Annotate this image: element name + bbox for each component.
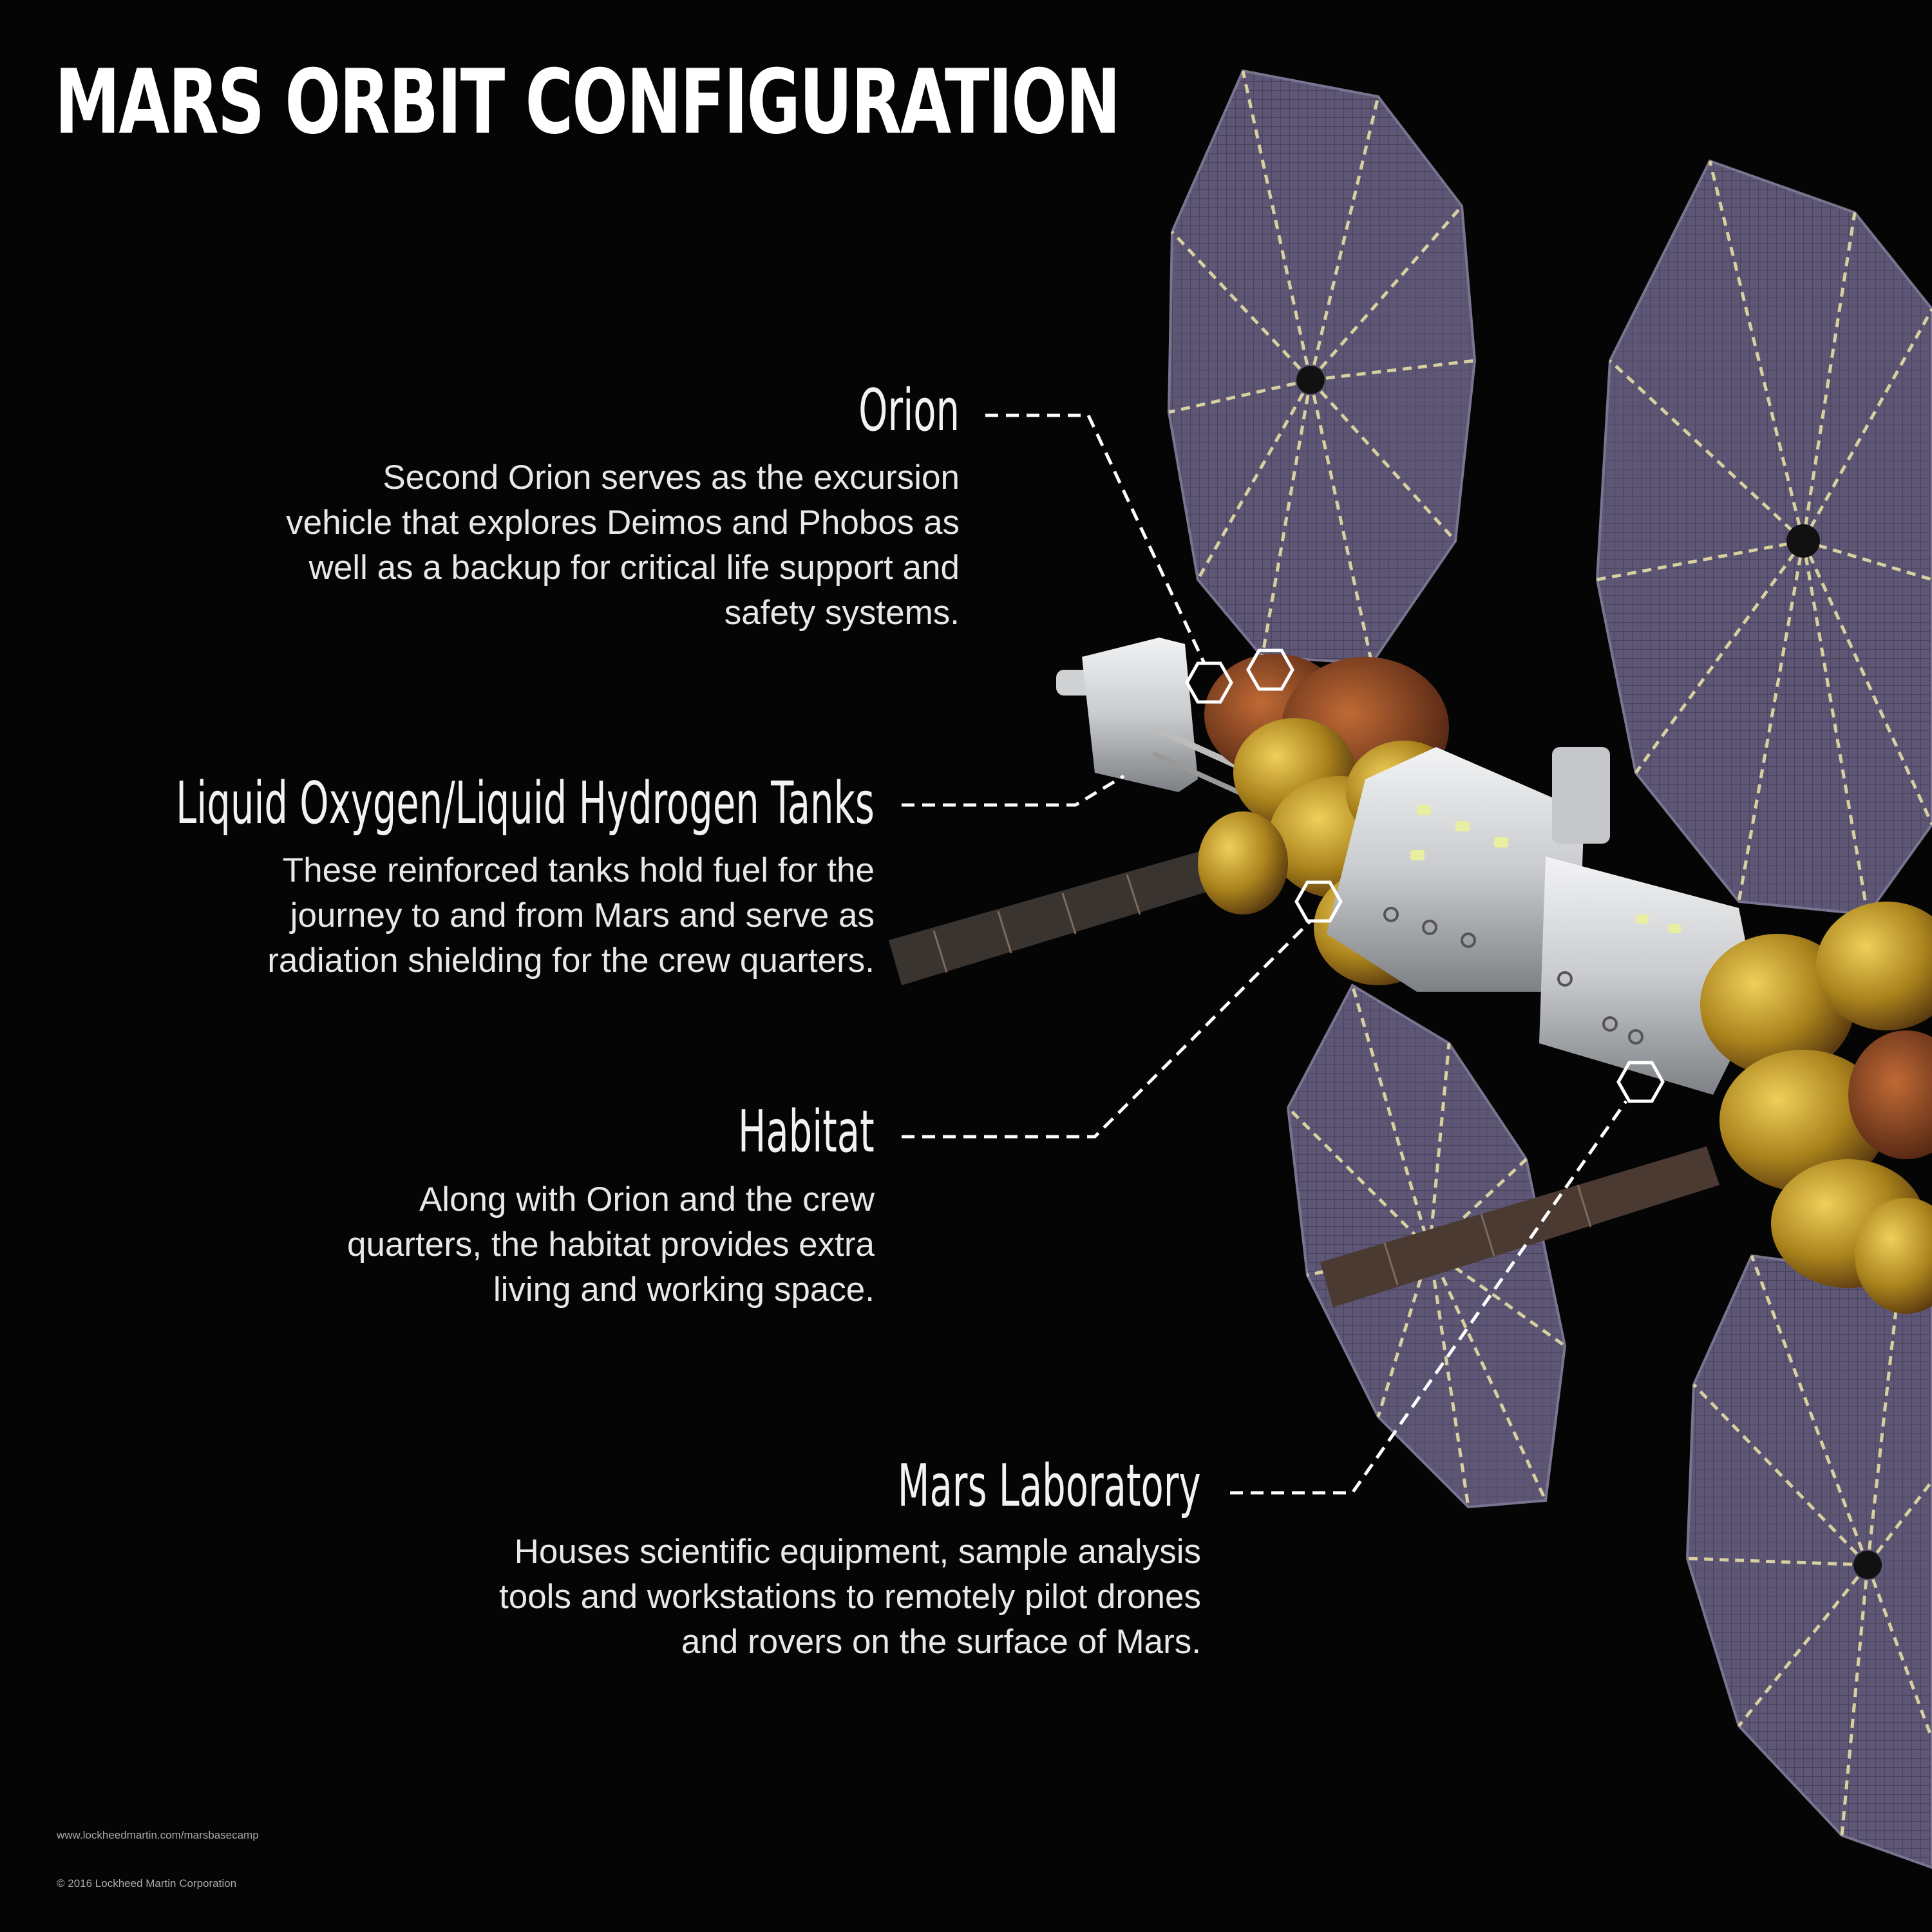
tanks-heading: Liquid Oxygen/Liquid Hydrogen Tanks xyxy=(176,770,875,837)
orion-description-line: safety systems. xyxy=(724,594,960,632)
orion-description-line: vehicle that explores Deimos and Phobos … xyxy=(286,504,960,542)
tanks-description: These reinforced tanks hold fuel for the… xyxy=(267,848,875,983)
habitat-description-line: quarters, the habitat provides extra xyxy=(346,1226,875,1264)
laboratory-heading: Mars Laboratory xyxy=(898,1452,1201,1520)
habitat-description-line: Along with Orion and the crew xyxy=(419,1180,875,1218)
orion-description-line: well as a backup for critical life suppo… xyxy=(308,549,960,587)
footer-url: www.lockheedmartin.com/marsbasecamp xyxy=(57,1829,259,1841)
habitat-description: Along with Orion and the crew quarters, … xyxy=(347,1177,875,1312)
laboratory-description: Houses scientific equipment, sample anal… xyxy=(499,1530,1201,1665)
solar-array-4 xyxy=(1685,1254,1932,1870)
tanks-description-line: These reinforced tanks hold fuel for the xyxy=(282,851,875,889)
page-title: MARS ORBIT CONFIGURATION xyxy=(55,50,1121,154)
leader-lines xyxy=(902,413,1628,1495)
footer-copyright: © 2016 Lockheed Martin Corporation xyxy=(57,1877,237,1889)
orion-description-line: Second Orion serves as the excursion xyxy=(383,459,960,497)
solar-array-1 xyxy=(1167,69,1477,665)
tanks-description-line: radiation shielding for the crew quarter… xyxy=(267,942,875,980)
laboratory-description-line: Houses scientific equipment, sample anal… xyxy=(514,1533,1201,1571)
habitat-description-line: living and working space. xyxy=(493,1271,875,1309)
truss-arms xyxy=(889,850,1719,1307)
tanks-description-line: journey to and from Mars and serve as xyxy=(290,896,875,934)
solar-array-2 xyxy=(1595,159,1932,916)
orion-heading: Orion xyxy=(858,377,960,444)
habitat-module xyxy=(1327,747,1758,1095)
laboratory-description-line: and rovers on the surface of Mars. xyxy=(681,1623,1201,1661)
laboratory-description-line: tools and workstations to remotely pilot… xyxy=(499,1578,1201,1616)
fuel-tanks-aft xyxy=(1700,902,1932,1314)
habitat-heading: Habitat xyxy=(738,1098,875,1166)
orion-description: Second Orion serves as the excursion veh… xyxy=(286,455,960,636)
hexagon-markers xyxy=(1185,649,1665,1103)
